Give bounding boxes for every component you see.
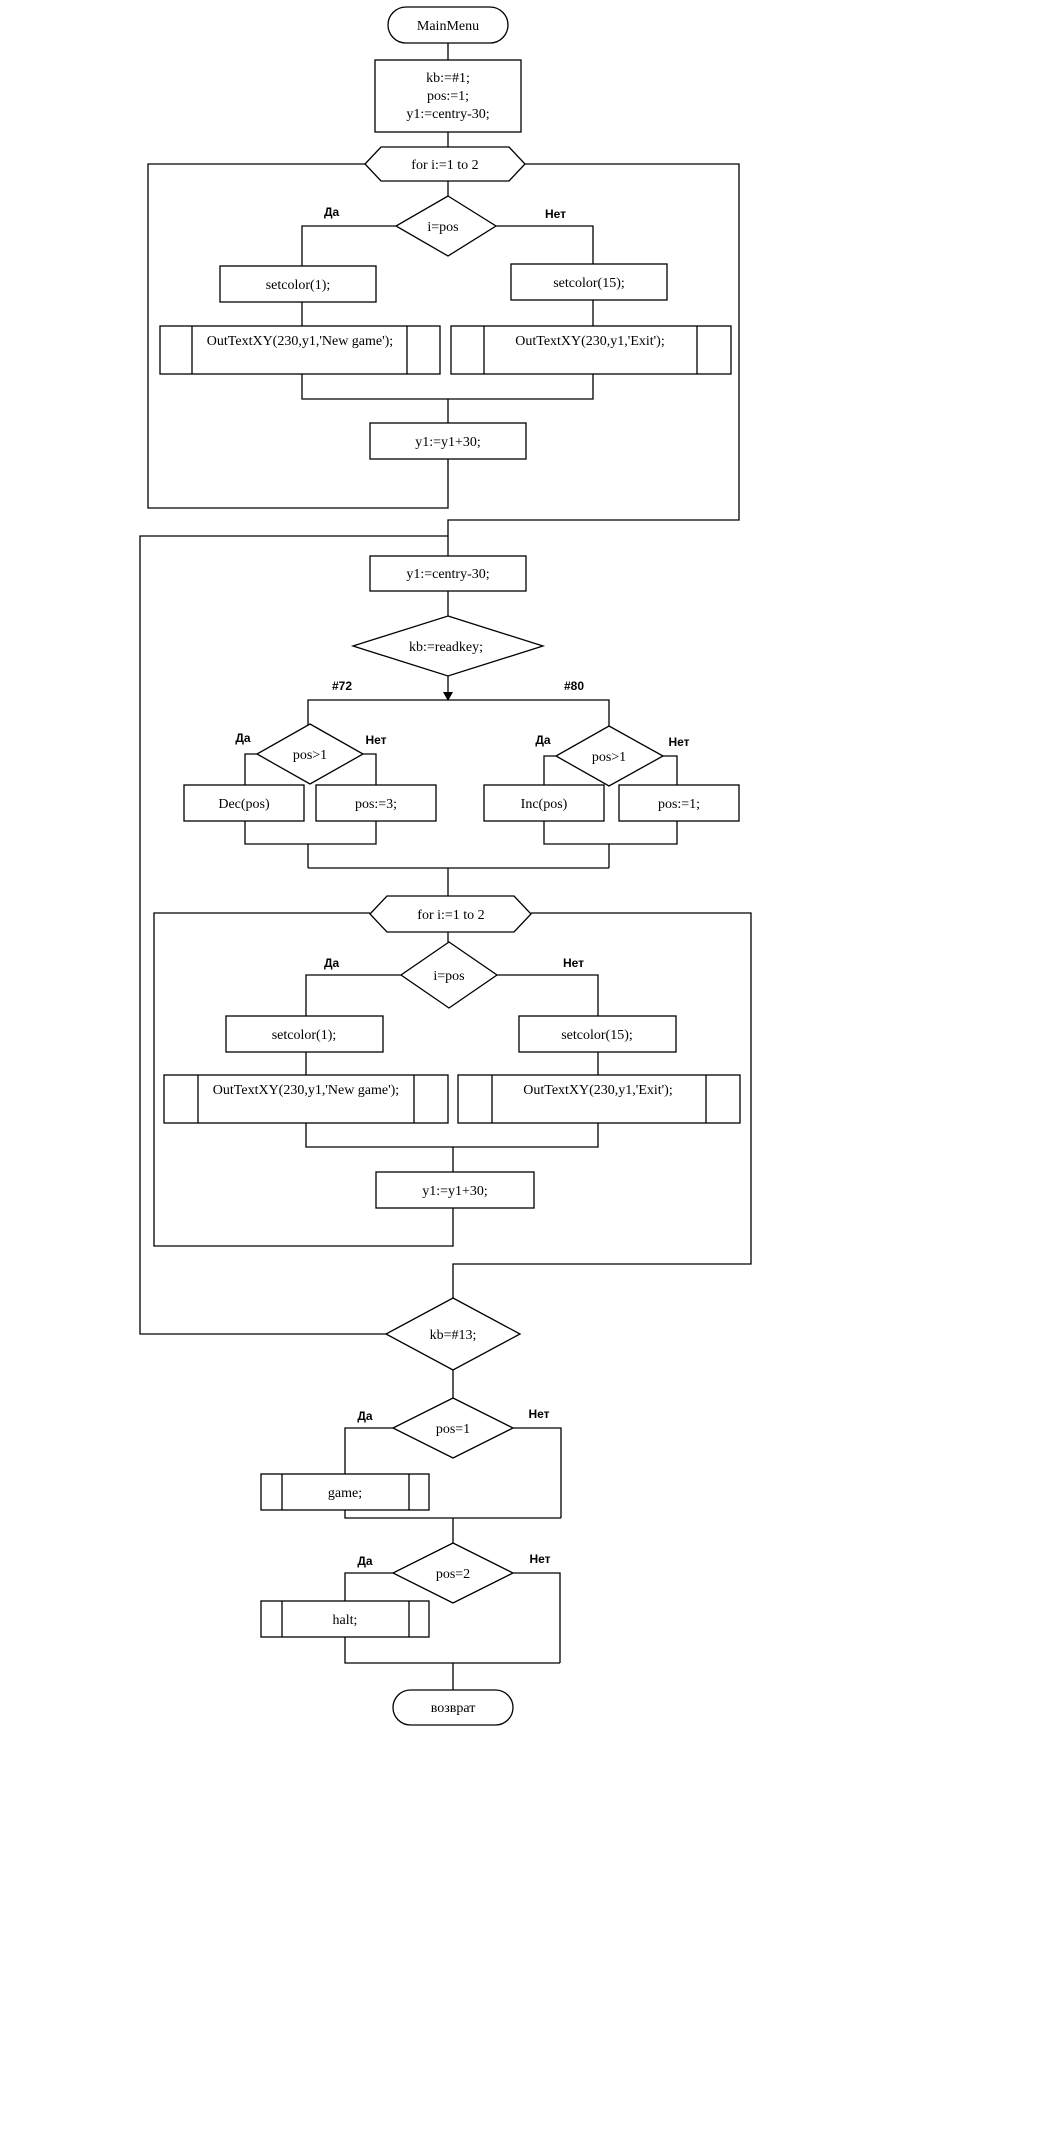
- readkey-decision: kb:=readkey;: [350, 615, 546, 677]
- init-line-1: kb:=#1;: [426, 71, 470, 86]
- down-condition-label: pos>1: [592, 750, 626, 765]
- loop1-condition-label: i=pos: [427, 220, 458, 235]
- loop2-no-outtext-label: OutTextXY(230,y1,'Exit');: [523, 1083, 673, 1098]
- dec-pos-block: Dec(pos): [183, 784, 305, 822]
- loop2-no-outtext: OutTextXY(230,y1,'Exit');: [457, 1074, 741, 1124]
- key-up-label: #72: [332, 679, 352, 693]
- loop2-condition-label: i=pos: [433, 969, 464, 984]
- loop1: for i:=1 to 2 i=pos Да Нет setcolor(1); …: [159, 146, 732, 460]
- start-label: MainMenu: [417, 19, 479, 34]
- start-terminal: MainMenu: [387, 6, 509, 44]
- loop2-yes-setcolor: setcolor(1);: [225, 1015, 384, 1053]
- game-block: game;: [260, 1473, 430, 1511]
- pos-3-block: pos:=3;: [315, 784, 437, 822]
- loop1-increment-label: y1:=y1+30;: [415, 435, 481, 450]
- end-terminal: возврат: [392, 1689, 514, 1726]
- halt-label: halt;: [333, 1613, 358, 1628]
- loop1-no-outtext: OutTextXY(230,y1,'Exit');: [450, 325, 732, 375]
- loop1-no-outtext-label: OutTextXY(230,y1,'Exit');: [515, 334, 665, 349]
- loop1-header: for i:=1 to 2: [364, 146, 526, 182]
- pos1-yes-label: Да: [357, 1409, 373, 1423]
- loop1-yes-setcolor: setcolor(1);: [219, 265, 377, 303]
- pos2-condition-label: pos=2: [436, 1567, 470, 1582]
- loop1-no-setcolor: setcolor(15);: [510, 263, 668, 301]
- pos2-no-label: Нет: [529, 1552, 550, 1566]
- loop2-yes-setcolor-label: setcolor(1);: [272, 1028, 337, 1043]
- down-no-label: Нет: [668, 735, 689, 749]
- init-block: kb:=#1; pos:=1; y1:=centry-30;: [374, 59, 522, 133]
- pos-3-label: pos:=3;: [355, 797, 397, 812]
- pos2-check: pos=2 Да Нет halt;: [260, 1542, 551, 1638]
- pos-1-block: pos:=1;: [618, 784, 740, 822]
- loop2-header-label: for i:=1 to 2: [417, 908, 484, 923]
- up-branch: pos>1 Да Нет Dec(pos) pos:=3;: [183, 723, 437, 822]
- pos2-yes-label: Да: [357, 1554, 373, 1568]
- init-line-2: pos:=1;: [427, 89, 469, 104]
- pos1-condition-label: pos=1: [436, 1422, 470, 1437]
- readkey-label: kb:=readkey;: [409, 640, 483, 655]
- loop1-no-label: Нет: [545, 207, 566, 221]
- init-line-3: y1:=centry-30;: [406, 107, 489, 122]
- pos1-no-label: Нет: [528, 1407, 549, 1421]
- loop2-condition: i=pos: [399, 941, 499, 1009]
- loop1-yes-setcolor-label: setcolor(1);: [266, 278, 331, 293]
- down-condition: pos>1: [554, 725, 665, 787]
- loop2-header: for i:=1 to 2: [369, 895, 532, 933]
- pos1-check: pos=1 Да Нет game;: [260, 1397, 550, 1511]
- loop2-yes-outtext-label: OutTextXY(230,y1,'New game');: [213, 1083, 399, 1098]
- end-label: возврат: [431, 1701, 476, 1716]
- loop1-increment: y1:=y1+30;: [369, 422, 527, 460]
- loop2-yes-label: Да: [324, 956, 340, 970]
- loop1-no-setcolor-label: setcolor(15);: [553, 276, 625, 291]
- loop2-no-label: Нет: [563, 956, 584, 970]
- loop1-yes-outtext-label: OutTextXY(230,y1,'New game');: [207, 334, 393, 349]
- reset-y-block: y1:=centry-30;: [369, 555, 527, 592]
- up-condition-label: pos>1: [293, 748, 327, 763]
- up-yes-label: Да: [235, 731, 251, 745]
- loop2-yes-outtext: OutTextXY(230,y1,'New game');: [163, 1074, 449, 1124]
- halt-block: halt;: [260, 1600, 430, 1638]
- loop1-header-label: for i:=1 to 2: [411, 158, 478, 173]
- pos-1-label: pos:=1;: [658, 797, 700, 812]
- up-condition: pos>1: [255, 723, 365, 785]
- key-down-label: #80: [564, 679, 584, 693]
- loop1-yes-outtext: OutTextXY(230,y1,'New game');: [159, 325, 441, 375]
- enter-check-label: kb=#13;: [430, 1328, 477, 1343]
- reset-y-label: y1:=centry-30;: [406, 567, 489, 582]
- loop2-no-setcolor: setcolor(15);: [518, 1015, 677, 1053]
- loop2-no-setcolor-label: setcolor(15);: [561, 1028, 633, 1043]
- game-label: game;: [328, 1486, 362, 1501]
- down-yes-label: Да: [535, 733, 551, 747]
- connectors: [139, 43, 752, 1690]
- loop1-condition: i=pos: [394, 195, 498, 257]
- loop2-increment: y1:=y1+30;: [375, 1171, 535, 1209]
- dec-pos-label: Dec(pos): [218, 797, 270, 812]
- loop2: for i:=1 to 2 i=pos Да Нет setcolor(1); …: [163, 895, 741, 1209]
- loop1-yes-label: Да: [324, 205, 340, 219]
- loop2-increment-label: y1:=y1+30;: [422, 1184, 488, 1199]
- down-branch: pos>1 Да Нет Inc(pos) pos:=1;: [483, 725, 740, 822]
- enter-check-decision: kb=#13;: [384, 1297, 522, 1371]
- inc-pos-label: Inc(pos): [521, 797, 568, 812]
- inc-pos-block: Inc(pos): [483, 784, 605, 822]
- arrow-head-icon: [443, 692, 453, 701]
- up-no-label: Нет: [365, 733, 386, 747]
